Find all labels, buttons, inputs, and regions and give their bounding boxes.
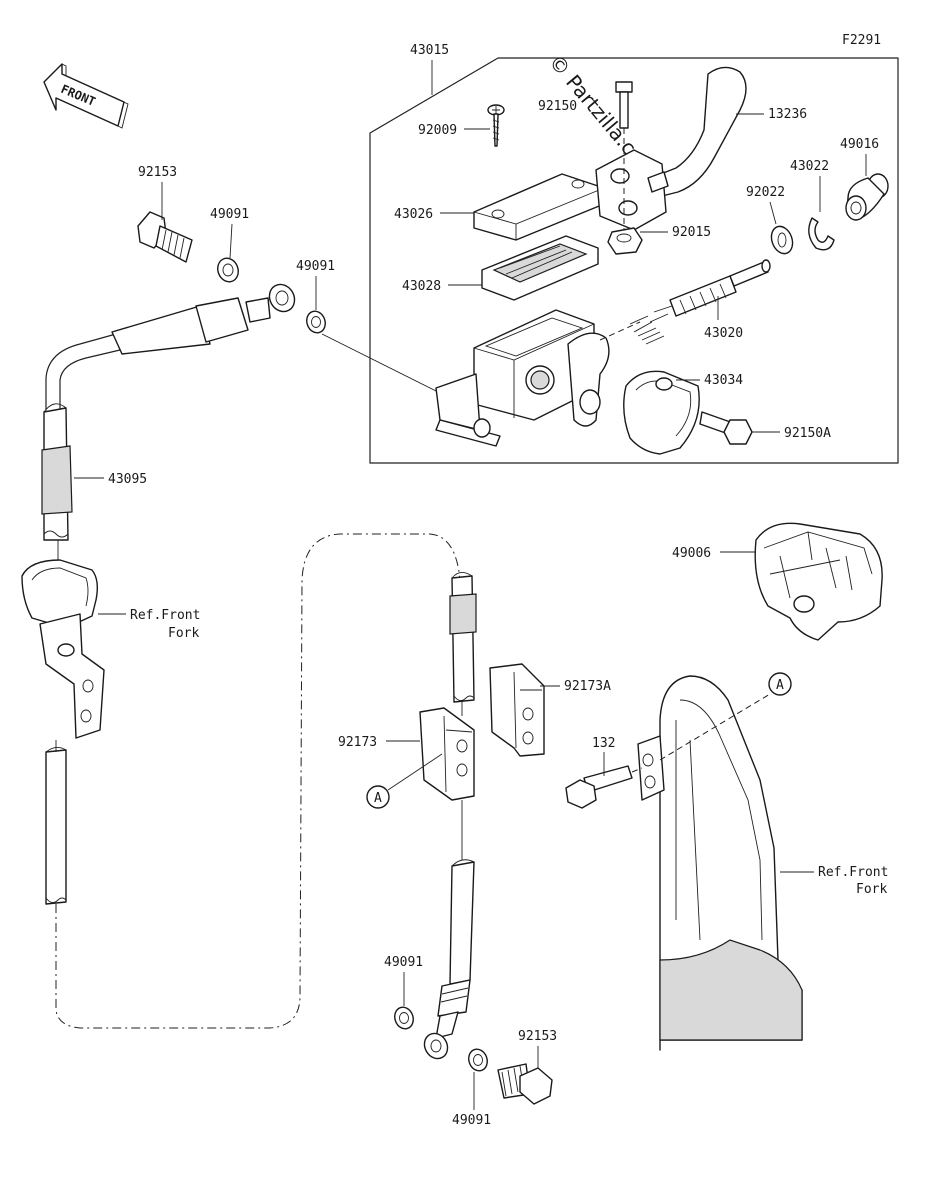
washer-92022 — [770, 225, 794, 255]
screw-92009 — [487, 104, 505, 147]
label-92173A: 92173A — [564, 679, 611, 694]
brake-hose-lower — [423, 859, 475, 1060]
front-fork-guard — [637, 675, 803, 1051]
callout-a-left-label: A — [374, 791, 382, 806]
label-43020: 43020 — [704, 326, 743, 341]
banjo-bolt-92153-bottom — [497, 1063, 553, 1105]
label-43034: 43034 — [704, 373, 743, 388]
master-cylinder-body — [435, 309, 610, 447]
hose-clip-92173A — [489, 663, 545, 757]
master-cylinder-assembly-box: 43015 — [369, 43, 899, 464]
brake-hose-upper-43095 — [41, 283, 296, 541]
label-92150: 92150 — [538, 99, 577, 114]
bolt-92150 — [615, 81, 633, 129]
label-49091-d: 49091 — [452, 1113, 491, 1128]
label-43026: 43026 — [394, 207, 433, 222]
washer-49091-a — [217, 257, 239, 283]
label-43028: 43028 — [402, 279, 441, 294]
label-43015: 43015 — [410, 43, 449, 58]
label-49091-a: 49091 — [210, 207, 249, 222]
label-43095: 43095 — [108, 472, 147, 487]
banjo-bolt-92153-top — [137, 211, 193, 263]
label-92173: 92173 — [338, 735, 377, 750]
bolt-132 — [565, 765, 633, 809]
washer-49091-d — [468, 1048, 488, 1072]
label-92150A: 92150A — [784, 426, 831, 441]
label-49091-c: 49091 — [384, 955, 423, 970]
label-ref-front-fork-left-2: Fork — [168, 626, 199, 641]
callout-a-left: A — [366, 753, 443, 809]
label-49006: 49006 — [672, 546, 711, 561]
bolt-92150A — [699, 411, 753, 445]
figure-code: F2291 — [842, 33, 881, 48]
washer-49091-c — [394, 1006, 414, 1030]
label-ref-front-fork-right-2: Fork — [856, 882, 887, 897]
callout-a-right: A — [768, 672, 792, 696]
holder-43034 — [623, 370, 700, 455]
label-92015: 92015 — [672, 225, 711, 240]
label-92009: 92009 — [418, 123, 457, 138]
piston-43020 — [629, 259, 771, 345]
label-92153-bottom: 92153 — [518, 1029, 557, 1044]
hose-clamp-left — [21, 559, 105, 739]
front-arrow-icon: FRONT — [43, 63, 129, 129]
lever-cover-49006 — [754, 522, 883, 641]
label-13236: 13236 — [768, 107, 807, 122]
brake-hose-middle-right — [449, 572, 477, 703]
boot-49016 — [845, 173, 889, 221]
brake-hose-middle-left — [45, 747, 67, 905]
label-132: 132 — [592, 736, 615, 751]
nut-92015 — [607, 227, 643, 255]
circlip-43022 — [808, 217, 835, 251]
label-ref-front-fork-right-1: Ref.Front — [818, 865, 888, 880]
washer-49091-b — [306, 310, 326, 334]
hose-clip-92173 — [419, 707, 475, 801]
callout-a-right-label: A — [776, 678, 784, 693]
label-49016: 49016 — [840, 137, 879, 152]
reservoir-cover-43026 — [473, 173, 605, 241]
label-92022: 92022 — [746, 185, 785, 200]
diaphragm-43028 — [481, 235, 599, 301]
label-ref-front-fork-left-1: Ref.Front — [130, 608, 200, 623]
label-43022: 43022 — [790, 159, 829, 174]
label-49091-b: 49091 — [296, 259, 335, 274]
label-92153-top: 92153 — [138, 165, 177, 180]
